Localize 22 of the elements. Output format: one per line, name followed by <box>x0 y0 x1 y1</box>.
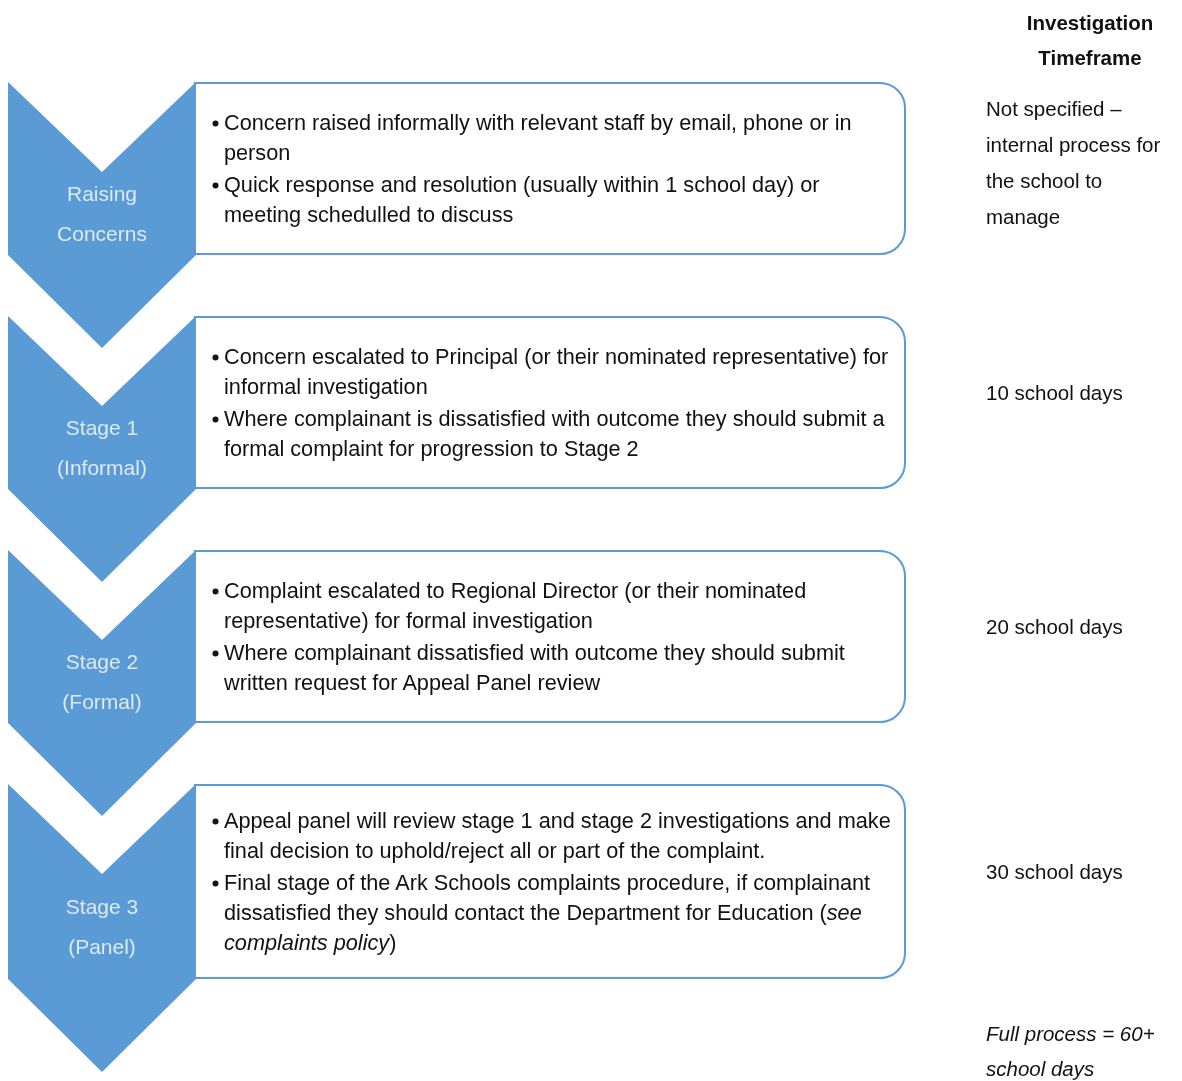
column-heading: Investigation Timeframe <box>1025 10 1155 71</box>
bullet-text: Where complainant is dissatisfied with outcome they should submit a formal complaint for progression to Stage 2 <box>224 403 894 464</box>
description-box <box>194 316 906 489</box>
bullet-text: Concern escalated to Principal (or their nominated representative) for informal investigation <box>224 341 894 402</box>
bullet-text: Concern raised informally with relevant staff by email, phone or in person <box>224 107 894 168</box>
stage-label: Stage 3 (Panel) <box>64 893 140 960</box>
timeframe-text: 10 school days <box>986 379 1124 406</box>
bullet-text: Appeal panel will review stage 1 and stage 2 investigations and make final decision to uphold/reject all or part of the complaint. <box>224 805 894 866</box>
total-note: Full process = 60+ school days <box>986 1021 1156 1081</box>
bullet-text: Final stage of the Ark Schools complaints procedure, if complainant dissatisfied they should contact the Department for Education (see complaints policy) <box>224 867 894 958</box>
description-box <box>194 550 906 723</box>
bullet-text: Quick response and resolution (usually within 1 school day) or meeting schedulled to discuss <box>224 169 894 230</box>
timeframe-text: 20 school days <box>986 613 1124 640</box>
description-box <box>194 784 906 979</box>
stage-label: Stage 2 (Formal) <box>61 648 143 715</box>
timeframe-text: Not specified – internal process for the school to manage <box>986 96 1162 230</box>
stage-label: Raising Concerns <box>56 180 148 247</box>
bullet-text: Where complainant dissatisfied with outcome they should submit written request for Appeal Panel review <box>224 637 894 698</box>
description-box <box>194 82 906 255</box>
bullet-text: Complaint escalated to Regional Director (or their nominated representative) for formal investigation <box>224 575 894 636</box>
stage-label: Stage 1 (Informal) <box>56 414 148 481</box>
timeframe-text: 30 school days <box>986 858 1124 885</box>
